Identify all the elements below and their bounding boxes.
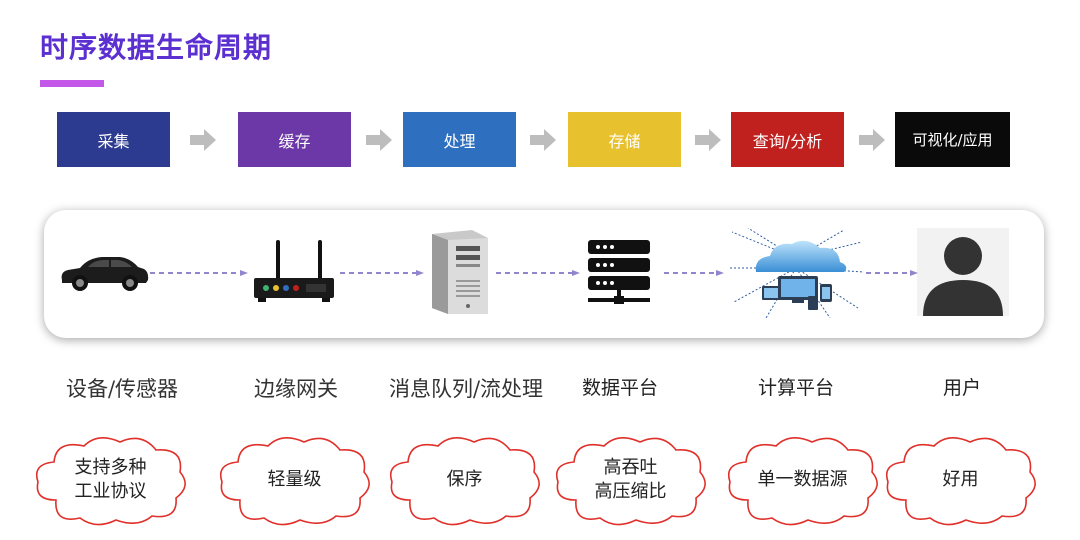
feature-cloud: 单一数据源 — [720, 430, 885, 530]
component-label-device: 设备/传感器 — [65, 377, 179, 401]
user-icon — [917, 228, 1009, 316]
feature-cloud: 好用 — [878, 430, 1043, 530]
dashed-arrow-icon — [340, 270, 424, 276]
dashed-arrow-icon — [664, 270, 724, 276]
component-label-data-platform: 数据平台 — [581, 377, 658, 399]
cloud-shape-icon — [389, 437, 540, 526]
dashed-arrow-icon — [150, 270, 248, 276]
stage-cache: 缓存 — [238, 112, 351, 167]
title-underline — [40, 80, 104, 87]
server-tower-icon — [432, 230, 488, 314]
stage-visualization: 可视化/应用 — [895, 112, 1010, 167]
arrow-right-icon — [859, 129, 885, 151]
cloud-shape-icon — [219, 437, 370, 526]
feature-text: 好用 — [942, 468, 979, 490]
dashed-arrow-icon — [496, 270, 580, 276]
arrow-right-icon — [695, 129, 721, 151]
router-icon — [254, 240, 334, 302]
cloud-shape-icon — [727, 437, 878, 526]
stage-storage: 存储 — [568, 112, 681, 167]
component-label-message-queue: 消息队列/流处理 — [388, 377, 544, 401]
stage-collect: 采集 — [57, 112, 170, 167]
cloud-shape-icon — [885, 437, 1036, 526]
feature-cloud: 支持多种 工业协议 — [28, 430, 193, 530]
car-icon — [61, 257, 149, 291]
stage-process: 处理 — [403, 112, 516, 167]
component-label-user: 用户 — [942, 377, 981, 399]
arrow-right-icon — [190, 129, 216, 151]
feature-text: 高吞吐 高压缩比 — [594, 456, 667, 502]
component-label-gateway: 边缘网关 — [254, 377, 338, 401]
database-server-icon — [588, 240, 650, 304]
feature-cloud: 高吞吐 高压缩比 — [548, 430, 713, 530]
cloud-computing-icon — [728, 228, 865, 319]
feature-text: 轻量级 — [267, 468, 322, 490]
feature-cloud: 保序 — [382, 430, 547, 530]
page-title: 时序数据生命周期 — [40, 31, 273, 64]
cloud-shape-icon — [35, 437, 186, 526]
cloud-shape-icon — [555, 437, 706, 526]
stage-query-analysis: 查询/分析 — [731, 112, 844, 167]
arrow-right-icon — [530, 129, 556, 151]
feature-text: 单一数据源 — [757, 468, 848, 490]
feature-text: 支持多种 工业协议 — [74, 456, 147, 502]
feature-text: 保序 — [446, 468, 483, 490]
feature-cloud: 轻量级 — [212, 430, 377, 530]
component-label-compute-platform: 计算平台 — [757, 377, 834, 399]
dashed-arrow-icon — [866, 270, 918, 276]
arrow-right-icon — [366, 129, 392, 151]
